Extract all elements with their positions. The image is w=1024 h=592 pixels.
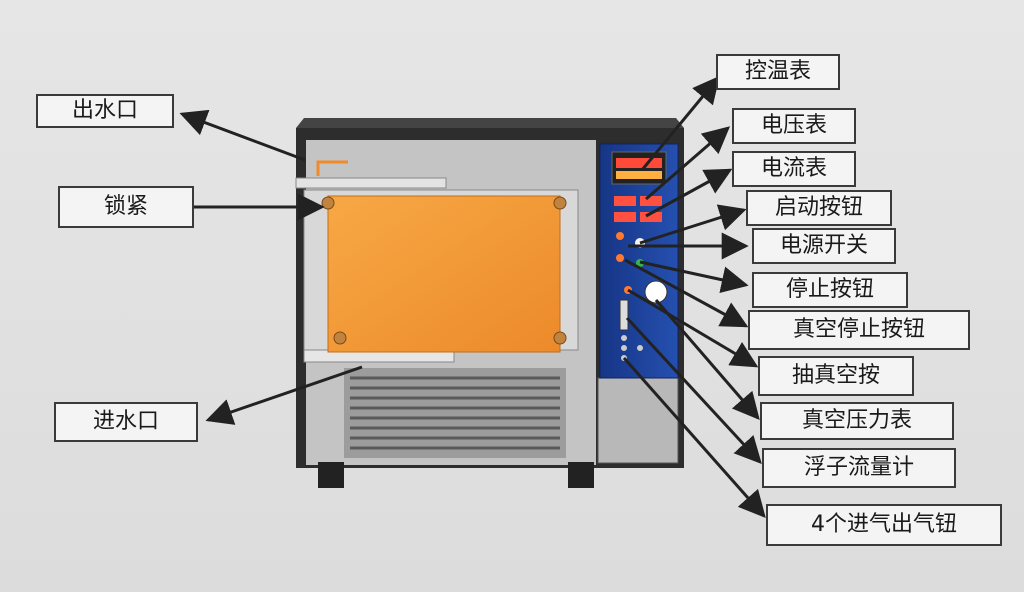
water-pipe xyxy=(316,160,348,176)
label-power-switch: 电源开关 xyxy=(752,228,896,264)
arrow-start-button xyxy=(639,204,747,245)
arrow-gas-valves xyxy=(622,357,766,519)
label-gas-valves: 4个进气出气钮 xyxy=(766,504,1002,546)
label-water-outlet: 出水口 xyxy=(36,94,174,128)
control-panel xyxy=(599,143,679,379)
label-water-inlet: 进水口 xyxy=(54,402,198,442)
flowmeter-tube xyxy=(619,299,629,331)
label-start-button: 启动按钮 xyxy=(746,190,892,226)
arrow-stop-button xyxy=(639,260,749,294)
label-vacuum-pump-button: 抽真空按 xyxy=(758,356,914,396)
furnace-door xyxy=(321,195,567,353)
arrow-vacuum-pump-button xyxy=(627,288,759,368)
arrow-water-outlet xyxy=(179,109,306,162)
vacuum-gauge-dial xyxy=(644,280,668,304)
arrow-float-flowmeter xyxy=(625,316,762,464)
arrow-vacuum-stop-button xyxy=(624,258,749,328)
label-vacuum-gauge: 真空压力表 xyxy=(760,402,954,440)
label-vacuum-stop-button: 真空停止按钮 xyxy=(748,310,970,350)
arrow-water-inlet xyxy=(205,365,363,425)
label-stop-button: 停止按钮 xyxy=(752,272,908,308)
label-ammeter: 电流表 xyxy=(732,151,856,187)
arrow-vacuum-gauge xyxy=(654,299,760,421)
arrow-temp-controller xyxy=(640,75,720,171)
label-float-flowmeter: 浮子流量计 xyxy=(762,448,956,488)
arrow-voltmeter xyxy=(645,126,731,201)
label-temp-controller: 控温表 xyxy=(716,54,840,90)
label-voltmeter: 电压表 xyxy=(732,108,856,144)
vent-grille xyxy=(344,368,566,458)
arrow-ammeter xyxy=(645,168,733,218)
label-lock: 锁紧 xyxy=(58,186,194,228)
